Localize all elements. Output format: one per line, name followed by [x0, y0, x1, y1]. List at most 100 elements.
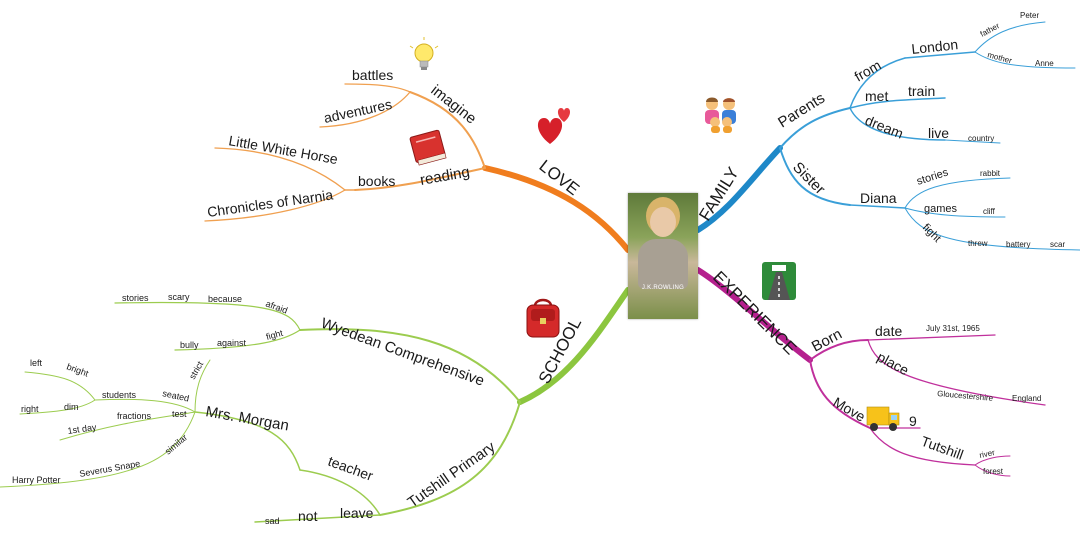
- family-father: father: [979, 21, 1002, 39]
- school-left: left: [30, 358, 43, 368]
- family-diana: Diana: [860, 190, 897, 206]
- school-afraid-line: [114, 301, 301, 331]
- school-fractions: fractions: [117, 411, 152, 421]
- family-peter: Peter: [1020, 11, 1039, 20]
- school-tutshill-primary: Tutshill Primary: [405, 438, 499, 511]
- school-bright: bright: [65, 361, 90, 378]
- school-scary: scary: [168, 292, 190, 302]
- family-scar: scar: [1050, 240, 1065, 249]
- school-similar: similar: [163, 432, 189, 456]
- family-mother: mother: [986, 50, 1013, 65]
- center-photo: J.K.ROWLING: [628, 193, 698, 319]
- family-parents: Parents: [775, 90, 828, 132]
- family-country: country: [968, 134, 994, 143]
- truck-icon: [866, 406, 900, 431]
- school-fight: fight: [265, 328, 285, 342]
- school-wyedean-line: [299, 328, 521, 403]
- family-diana-line: [849, 204, 906, 209]
- family-fight: fight: [920, 222, 943, 245]
- school-stories: stories: [122, 293, 149, 303]
- photo-portrait: [650, 207, 676, 237]
- school-teacher-line: [299, 469, 381, 516]
- family-stories-line: [904, 177, 1011, 209]
- love-little-white-horse: Little White Horse: [227, 132, 339, 167]
- school-seated: seated: [162, 388, 191, 403]
- school-tutshill-line: [379, 401, 521, 516]
- family-games-line: [904, 207, 1006, 218]
- experience-born: Born: [809, 326, 845, 356]
- family-from: from: [852, 57, 884, 85]
- experience-date-line: [867, 334, 996, 341]
- family-mother-line: [974, 51, 1076, 69]
- experience-river: river: [979, 448, 996, 460]
- family-met-line: [849, 97, 946, 109]
- love-imagine-line: [409, 91, 486, 169]
- school-dim-line: [19, 399, 96, 415]
- experience-move: Move: [831, 394, 869, 425]
- experience-place-line: [867, 339, 1046, 406]
- love-lwh-line: [214, 147, 346, 191]
- school-seated-line: [94, 398, 196, 413]
- love-main-line: [482, 165, 631, 253]
- experience-move-line: [809, 359, 871, 429]
- family-threw: threw: [968, 239, 988, 248]
- experience-tutshill: Tutshill: [919, 433, 966, 463]
- school-mrs-morgan: Mrs. Morgan: [204, 403, 290, 434]
- school-main-line: [517, 287, 631, 405]
- school-against: against: [217, 338, 247, 348]
- school-bright-line: [24, 371, 96, 401]
- school-fight-line: [174, 329, 301, 351]
- experience-england: England: [1012, 394, 1041, 403]
- school-first-day: 1st day: [67, 422, 98, 436]
- family-london-line: [904, 51, 976, 59]
- love-narnia-line: [204, 189, 346, 222]
- school-students: students: [102, 390, 137, 400]
- family-games: games: [924, 203, 958, 215]
- experience-river-line: [974, 455, 1011, 466]
- school-because: because: [208, 294, 242, 304]
- family-icon: [705, 97, 736, 133]
- school-bully: bully: [180, 340, 199, 350]
- branch-lines: [0, 21, 1080, 523]
- love-books: books: [358, 173, 395, 189]
- school-test-line: [59, 411, 196, 441]
- family-rabbit: rabbit: [980, 169, 1001, 178]
- school-not: not: [298, 508, 318, 524]
- experience-date: date: [875, 323, 902, 339]
- school-harry-potter: Harry Potter: [12, 475, 61, 485]
- experience-forest-line: [974, 464, 1011, 477]
- family-met: met: [865, 88, 888, 104]
- photo-caption: J.K.ROWLING: [641, 285, 685, 291]
- family-anne: Anne: [1035, 59, 1054, 68]
- love-reading: reading: [419, 164, 471, 189]
- school-strict: strict: [187, 359, 205, 381]
- love-chronicles-of-narnia: Chronicles of Narnia: [206, 186, 334, 220]
- family-battery: battery: [1006, 240, 1030, 249]
- school-strict-line: [194, 359, 211, 413]
- school-dim: dim: [64, 402, 79, 412]
- family-cliff: cliff: [983, 207, 996, 216]
- experience-born-line: [809, 339, 869, 361]
- school-leave: leave: [340, 505, 374, 521]
- school-bag-icon: [526, 298, 560, 338]
- school-wyedean: Wyedean Comprehensive: [319, 315, 487, 390]
- experience-place: place: [875, 349, 912, 379]
- school-morgan-line: [194, 411, 301, 471]
- family-from-line: [849, 57, 906, 109]
- family-london: London: [911, 36, 959, 57]
- school-afraid: afraid: [264, 298, 289, 315]
- school-similar-line: [0, 411, 196, 488]
- experience-forest: forest: [983, 467, 1004, 476]
- family-fight-line: [904, 207, 1080, 251]
- family-main-line: [695, 145, 783, 233]
- school-leave-line: [254, 514, 381, 523]
- photo-figure: [638, 239, 688, 289]
- experience-tutshill-line: [869, 427, 976, 466]
- family-live-line: [944, 139, 1001, 144]
- experience-main-line: [695, 267, 813, 363]
- family-live: live: [928, 125, 949, 141]
- family-train: train: [908, 83, 935, 99]
- love-battles: battles: [352, 67, 393, 83]
- family-parents-line: [779, 107, 851, 149]
